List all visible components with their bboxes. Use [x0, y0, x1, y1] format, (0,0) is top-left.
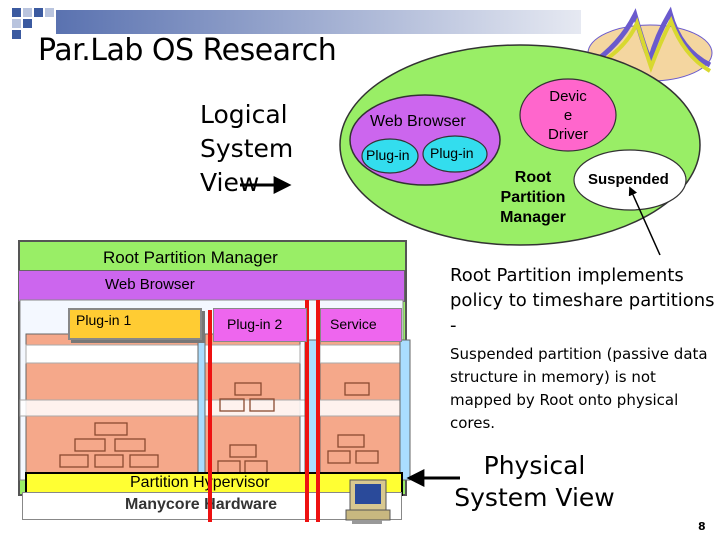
logical-line-1: Logical: [200, 100, 288, 129]
page-title: Par.Lab OS Research: [38, 33, 337, 68]
ellipse-web-browser-label: Web Browser: [370, 113, 466, 130]
computer-icon: [345, 479, 391, 524]
device-driver-ellipse: [519, 78, 617, 152]
driver-line-3: Driver: [548, 126, 588, 143]
service-label: Service: [330, 316, 377, 332]
suspended-label: Suspended: [588, 171, 669, 188]
logical-view-label: Logical System View: [200, 98, 293, 200]
plugin-1-label: Plug-in 1: [76, 312, 132, 328]
root-line-1: Root: [514, 169, 552, 186]
partition-line-1: [208, 310, 212, 522]
plugin-a-ellipse: [361, 138, 419, 174]
logical-view-diagram: [339, 44, 701, 246]
suspended-description-text: Suspended partition (passive data struct…: [450, 345, 708, 432]
physical-view-label: Physical System View: [452, 450, 617, 514]
physical-line-1: Physical: [483, 451, 586, 480]
web-browser-bar-label: Web Browser: [105, 276, 195, 293]
logical-line-3: View: [200, 168, 260, 197]
device-driver-label: Devic e Driver: [528, 87, 608, 144]
root-partition-manager-label: Root Partition Manager: [103, 248, 278, 267]
ellipse-plugin-a-label: Plug-in: [366, 147, 410, 163]
driver-line-1: Devic: [549, 88, 587, 105]
ellipse-root-manager-label: Root Partition Manager: [488, 168, 578, 228]
suspended-ellipse: [573, 149, 687, 211]
logical-line-2: System: [200, 134, 294, 163]
root-line-2: Partition: [500, 189, 566, 206]
physical-line-2: System View: [454, 483, 615, 512]
plugin-2-box: [213, 308, 307, 342]
page-number: 8: [698, 520, 706, 533]
plugin-b-ellipse: [422, 135, 488, 173]
hypervisor-label: Partition Hypervisor: [130, 474, 270, 491]
partition-line-3: [316, 300, 320, 522]
root-line-3: Manager: [500, 209, 566, 226]
ellipse-plugin-b-label: Plug-in: [430, 145, 474, 161]
driver-line-2: e: [563, 107, 573, 124]
manycore-hardware-label: Manycore Hardware: [125, 496, 278, 513]
suspended-pointer-arrow: [628, 186, 661, 256]
partition-line-2: [305, 300, 309, 522]
service-box: [320, 308, 402, 342]
root-implements-text: Root Partition implements policy to time…: [450, 265, 715, 336]
plugin-2-label: Plug-in 2: [227, 316, 283, 332]
plugin-1-box: [68, 308, 202, 340]
